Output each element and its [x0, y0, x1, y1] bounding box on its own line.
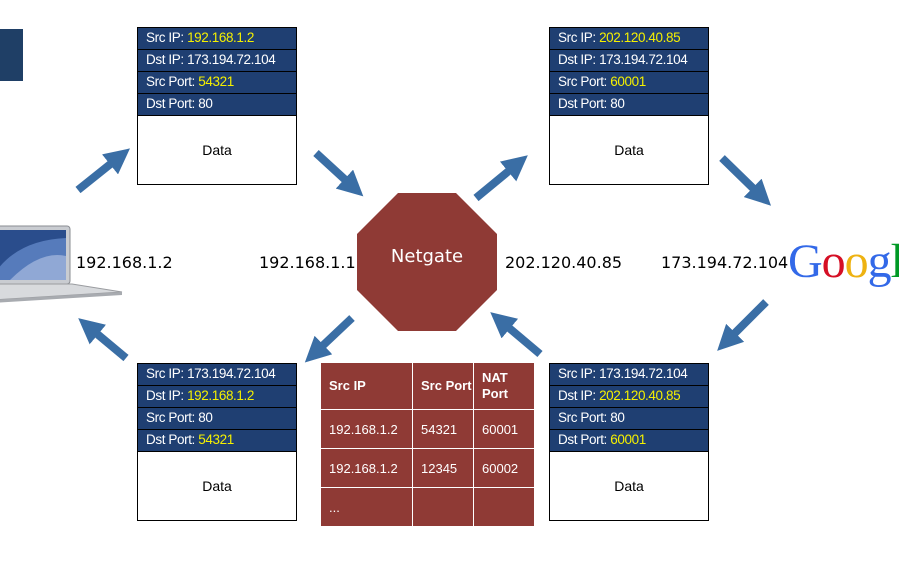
netgate-octagon — [357, 193, 497, 331]
laptop-ip-label: 192.168.1.2 — [76, 253, 173, 272]
packet-inbound-wan: Src IP: 173.194.72.104 Dst IP: 202.120.4… — [549, 363, 709, 521]
src-ip-row: Src IP: 202.120.40.85 — [550, 28, 708, 50]
cell-src-port — [412, 487, 474, 527]
cell-src-port: 54321 — [412, 409, 474, 449]
laptop-icon — [0, 225, 123, 303]
dst-ip-row: Dst IP: 173.194.72.104 — [550, 50, 708, 72]
packet-data: Data — [614, 142, 644, 158]
dst-port-value: 54321 — [198, 432, 234, 447]
packet-data: Data — [202, 142, 232, 158]
packet-data: Data — [202, 478, 232, 494]
cell-nat-port — [473, 487, 535, 527]
header-nat-port: NAT Port — [473, 362, 535, 410]
cell-nat-port: 60002 — [473, 448, 535, 488]
arrow-netgate-to-packet-return — [304, 315, 355, 363]
table-row: 192.168.1.2 54321 60001 — [320, 409, 535, 449]
dst-ip-value: 173.194.72.104 — [187, 52, 276, 67]
src-ip-value: 192.168.1.2 — [187, 30, 254, 45]
dst-port-row: Dst Port: 80 — [550, 94, 708, 116]
corner-tab — [0, 29, 23, 81]
dst-ip-row: Dst IP: 202.120.40.85 — [550, 386, 708, 408]
header-src-port: Src Port — [412, 362, 474, 410]
arrow-packet-to-netgate — [313, 150, 364, 197]
google-letter: l — [890, 235, 899, 288]
src-port-value: 80 — [198, 410, 213, 425]
netgate-label: Netgate — [390, 246, 464, 267]
packet-inbound-lan: Src IP: 173.194.72.104 Dst IP: 192.168.1… — [137, 363, 297, 521]
src-ip-value: 173.194.72.104 — [599, 366, 688, 381]
dst-port-row: Dst Port: 80 — [138, 94, 296, 116]
packet-data: Data — [614, 478, 644, 494]
dst-ip-row: Dst IP: 173.194.72.104 — [138, 50, 296, 72]
src-port-value: 60001 — [610, 74, 646, 89]
netgate-lan-ip-label: 192.168.1.1 — [259, 253, 356, 272]
google-ip-label: 173.194.72.104 — [661, 253, 789, 272]
google-letter: G — [788, 235, 823, 288]
dst-port-value: 80 — [198, 96, 213, 111]
google-logo: Googl — [788, 234, 899, 289]
src-ip-row: Src IP: 192.168.1.2 — [138, 28, 296, 50]
cell-src-ip: 192.168.1.2 — [320, 409, 413, 449]
google-letter: o — [821, 235, 846, 288]
dst-ip-value: 202.120.40.85 — [599, 388, 681, 403]
nat-table-header: Src IP Src Port NAT Port — [320, 362, 535, 410]
google-letter: g — [867, 235, 892, 288]
arrow-packet-to-laptop — [78, 318, 129, 362]
src-port-row: Src Port: 80 — [550, 408, 708, 430]
arrow-google-to-packet — [717, 299, 769, 351]
dst-ip-row: Dst IP: 192.168.1.2 — [138, 386, 296, 408]
packet-outbound-lan: Src IP: 192.168.1.2 Dst IP: 173.194.72.1… — [137, 27, 297, 185]
table-row: 192.168.1.2 12345 60002 — [320, 448, 535, 488]
src-port-row: Src Port: 80 — [138, 408, 296, 430]
src-port-row: Src Port: 54321 — [138, 72, 296, 94]
dst-port-value: 60001 — [610, 432, 646, 447]
cell-src-ip: 192.168.1.2 — [320, 448, 413, 488]
cell-src-port: 12345 — [412, 448, 474, 488]
dst-port-row: Dst Port: 54321 — [138, 430, 296, 452]
table-row: ... — [320, 487, 535, 527]
cell-nat-port: 60001 — [473, 409, 535, 449]
netgate-wan-ip-label: 202.120.40.85 — [505, 253, 623, 272]
arrow-packet-to-google — [719, 155, 772, 206]
src-port-value: 54321 — [198, 74, 234, 89]
arrow-laptop-to-packet — [75, 148, 130, 194]
google-letter: o — [844, 235, 869, 288]
dst-port-row: Dst Port: 60001 — [550, 430, 708, 452]
arrow-netgate-to-packet — [473, 155, 528, 202]
src-ip-row: Src IP: 173.194.72.104 — [550, 364, 708, 386]
header-src-ip: Src IP — [320, 362, 413, 410]
nat-table: Src IP Src Port NAT Port 192.168.1.2 543… — [320, 362, 535, 527]
cell-src-ip: ... — [320, 487, 413, 527]
dst-ip-value: 173.194.72.104 — [599, 52, 688, 67]
packet-outbound-wan: Src IP: 202.120.40.85 Dst IP: 173.194.72… — [549, 27, 709, 185]
src-ip-value: 202.120.40.85 — [599, 30, 681, 45]
dst-ip-value: 192.168.1.2 — [187, 388, 254, 403]
src-ip-value: 173.194.72.104 — [187, 366, 276, 381]
src-port-value: 80 — [610, 410, 625, 425]
dst-port-value: 80 — [610, 96, 625, 111]
src-ip-row: Src IP: 173.194.72.104 — [138, 364, 296, 386]
arrow-packet-to-netgate-return — [490, 312, 543, 358]
src-port-row: Src Port: 60001 — [550, 72, 708, 94]
